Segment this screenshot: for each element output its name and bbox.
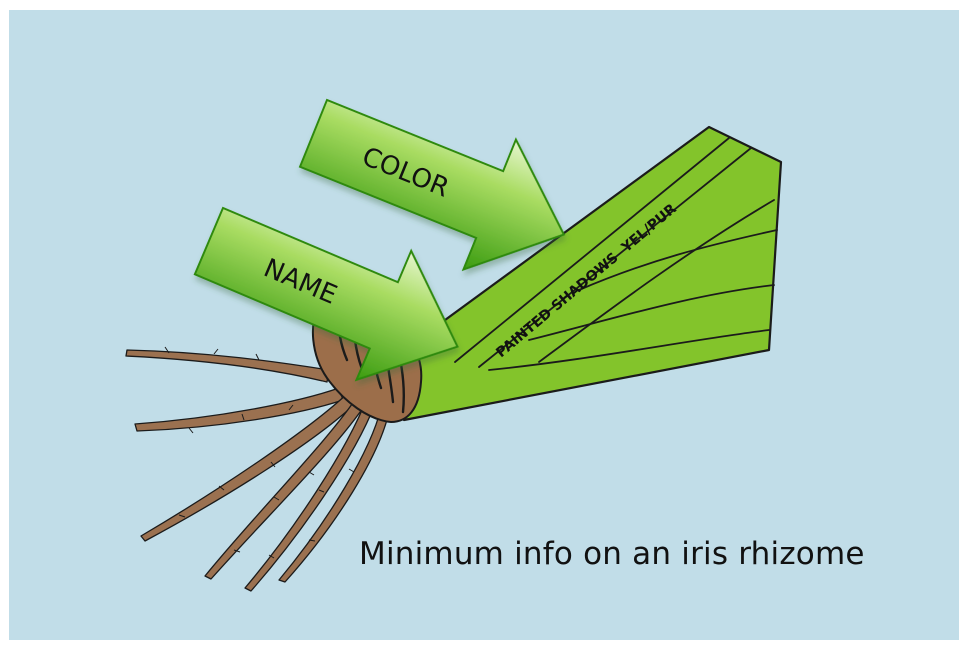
diagram-caption: Minimum info on an iris rhizome xyxy=(359,536,865,572)
diagram-slide: NAME COLOR PAINTED SHADOWS YEL/PUR Minim… xyxy=(9,10,959,640)
